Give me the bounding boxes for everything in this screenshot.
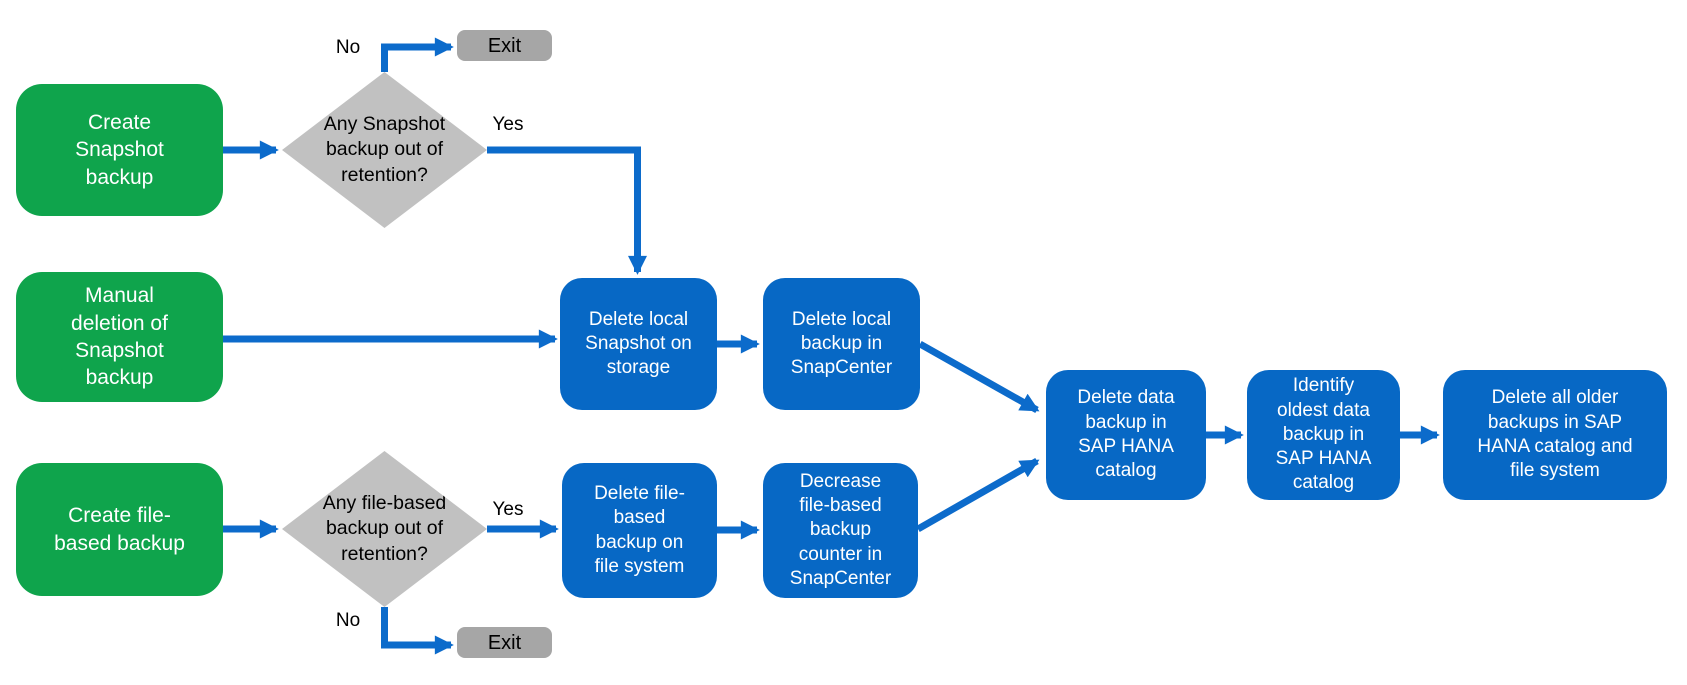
node-exit-bottom: Exit — [457, 627, 552, 658]
node-delete-local-backup-snapcenter: Delete local backup in SnapCenter — [763, 278, 920, 410]
node-delete-data-backup-hana-catalog: Delete data backup in SAP HANA catalog — [1046, 370, 1206, 500]
node-create-snapshot-backup: Create Snapshot backup — [16, 84, 223, 216]
node-delete-all-older-backups: Delete all older backups in SAP HANA cat… — [1443, 370, 1667, 500]
arrow-no-to-exit-bottom — [381, 607, 454, 655]
node-decrease-file-based-counter: Decrease file-based backup counter in Sn… — [763, 463, 918, 598]
node-delete-file-based-backup: Delete file- based backup on file system — [562, 463, 717, 598]
decision-snapshot-retention: Any Snapshot backup out of retention? — [282, 72, 487, 228]
arrow-no-to-exit-top — [381, 37, 454, 72]
node-manual-deletion-snapshot-backup: Manual deletion of Snapshot backup — [16, 272, 223, 402]
edge-label-no-top: No — [335, 37, 361, 58]
edge-label-no-bottom: No — [335, 610, 361, 631]
node-delete-local-snapshot: Delete local Snapshot on storage — [560, 278, 717, 410]
arrow-delete-local-backup-to-delete-data-backup — [918, 340, 1040, 414]
edge-label-yes-bottom: Yes — [492, 499, 524, 520]
arrow-yes-to-delete-local-snapshot — [487, 146, 647, 275]
edge-label-yes-top: Yes — [492, 114, 524, 135]
node-identify-oldest-data-backup: Identify oldest data backup in SAP HANA … — [1247, 370, 1400, 500]
arrow-decrease-counter-to-delete-data-backup — [916, 457, 1040, 533]
node-exit-top: Exit — [457, 30, 552, 61]
node-create-file-based-backup: Create file- based backup — [16, 463, 223, 596]
decision-file-based-retention: Any file-based backup out of retention? — [282, 451, 487, 607]
